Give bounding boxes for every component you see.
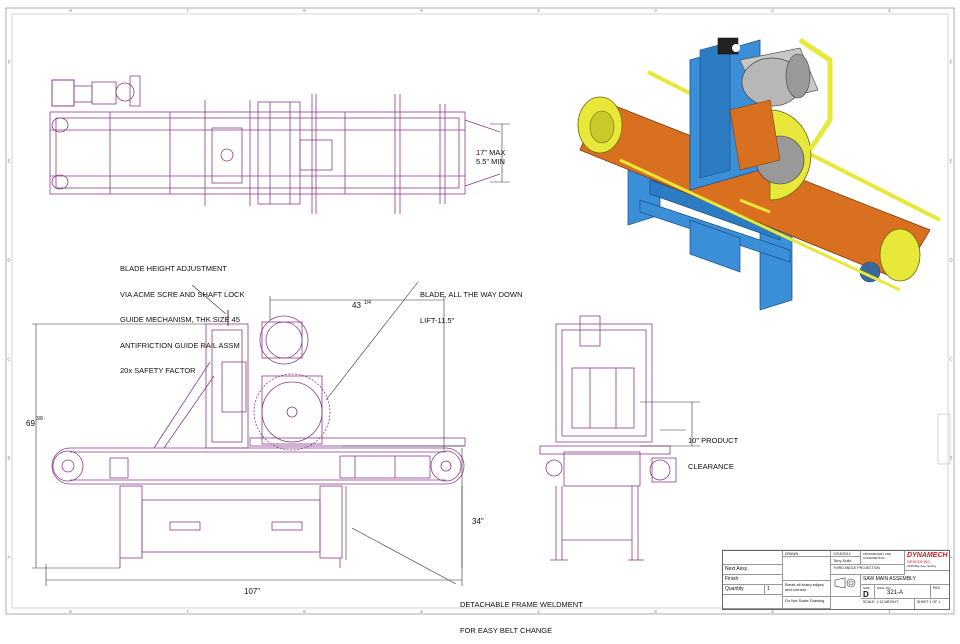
zone-column-label: 3 xyxy=(654,609,657,614)
tb-company-block: DYNAMECH DESIGN INC 4795 Bay Ave. Spring… xyxy=(905,551,949,571)
zone-column-label: 4 xyxy=(537,8,540,13)
top-width-min: 5.5" MIN xyxy=(476,157,505,166)
tb-company-sub: DESIGN INC xyxy=(907,559,931,564)
tb-scale: SCALE: 1:12 WEIGHT: xyxy=(861,599,915,609)
note-guide-line-1: BLADE HEIGHT ADJUSTMENT xyxy=(120,264,227,273)
zone-column-label: 4 xyxy=(537,609,540,614)
tb-quantity: 1 xyxy=(765,585,783,595)
zone-row-label: D xyxy=(7,258,11,263)
note-frame-line-2: FOR EASY BELT CHANGE xyxy=(460,625,553,635)
tb-blank xyxy=(723,595,783,609)
revision-tab xyxy=(937,413,951,465)
zone-row-label: F xyxy=(950,60,953,65)
tb-proprietary: PROPRIETARY AND CONFIDENTIAL xyxy=(861,551,905,565)
note-blade-lift: BLADE, ALL THE WAY DOWN LIFT-11.5" xyxy=(420,274,522,334)
top-view xyxy=(49,75,501,214)
sheet-inner-border xyxy=(11,13,949,609)
tb-break-edges: Break all sharp edges and corners xyxy=(783,581,831,597)
tb-drawn-by: Tony Sullo xyxy=(831,557,861,565)
clearance-dimension xyxy=(640,401,700,447)
overall-height-frac: 3/8 xyxy=(36,416,43,422)
zone-column-label: 6 xyxy=(303,8,306,13)
isometric-view xyxy=(577,37,941,311)
projection-symbol-icon xyxy=(834,577,856,589)
zone-row-label: C xyxy=(949,357,953,362)
tb-company: DYNAMECH xyxy=(907,552,948,559)
note-product-clearance: 10" PRODUCT CLEARANCE xyxy=(688,420,738,480)
note-blade-line-2: LIFT-11.5" xyxy=(420,315,455,325)
leader-lines xyxy=(191,281,686,585)
tb-finish: Finish xyxy=(723,575,783,585)
top-view-frame xyxy=(49,111,466,195)
title-block: DRAWN 12/15/2014 Tony Sullo Next Assy Fi… xyxy=(722,550,950,610)
zone-column-label: 8 xyxy=(69,8,72,13)
tb-rev: REV xyxy=(931,585,949,599)
zone-row-label: A xyxy=(7,555,10,560)
note-blade-height-adjustment: BLADE HEIGHT ADJUSTMENT VIA ACME SCRE AN… xyxy=(120,248,244,384)
zone-row-label: F xyxy=(8,60,11,65)
end-view xyxy=(539,315,677,561)
note-guide-line-4: ANTIFRICTION GUIDE RAIL ASSM xyxy=(120,340,240,350)
zone-column-label: 8 xyxy=(69,609,72,614)
tb-size-cell: SIZE D xyxy=(861,585,875,599)
note-detachable-frame: DETACHABLE FRAME WELDMENT FOR EASY BELT … xyxy=(460,584,583,644)
side-conveyor-belt xyxy=(51,447,465,485)
zone-column-label: 1 xyxy=(888,609,891,614)
tb-dwg-no: 321-A xyxy=(887,590,904,596)
zone-column-label: 2 xyxy=(771,8,774,13)
table-height-dim: 34" xyxy=(472,517,484,526)
top-width-max: 17" MAX xyxy=(476,148,505,157)
tb-quantity-label: Quantity xyxy=(723,585,765,595)
note-guide-line-2: VIA ACME SCRE AND SHAFT LOCK xyxy=(120,289,245,299)
zone-row-label: E xyxy=(7,159,10,164)
zone-row-label: B xyxy=(7,456,10,461)
tb-size: D xyxy=(863,590,869,599)
zone-column-label: 2 xyxy=(771,609,774,614)
tb-next-assy: Next Assy xyxy=(723,565,783,575)
note-blade-line-1: BLADE, ALL THE WAY DOWN xyxy=(420,290,523,299)
tb-dwg-label: DWG. NO. xyxy=(877,586,892,590)
zone-row-label: D xyxy=(949,258,953,263)
tb-address: 4795 Bay Ave. Spring. xyxy=(907,564,937,568)
zone-row-label: A xyxy=(949,555,952,560)
tb-third-angle: THIRD ANGLE PROJECTION xyxy=(831,565,905,575)
zone-row-label: B xyxy=(949,456,952,461)
note-clearance-line-2: CLEARANCE xyxy=(688,461,734,471)
top-view-width-dimension xyxy=(490,123,510,183)
tb-drawn-label: DRAWN xyxy=(783,551,831,557)
tb-dims-label xyxy=(723,551,783,565)
note-frame-line-1: DETACHABLE FRAME WELDMENT xyxy=(460,600,583,609)
zone-column-label: 6 xyxy=(303,609,306,614)
tb-size-label: SIZE xyxy=(863,586,870,590)
zone-column-label: 5 xyxy=(420,609,423,614)
blade-offset-frac: 1/4 xyxy=(364,300,371,306)
tb-dont-scale: Do Not Scale Drawing xyxy=(783,597,831,609)
zone-row-label: E xyxy=(949,159,952,164)
zone-row-label: C xyxy=(7,357,11,362)
zone-column-label: 3 xyxy=(654,8,657,13)
side-view-dimensions xyxy=(32,296,464,586)
tb-title: SAW MAIN ASSEMBLY xyxy=(861,575,949,585)
side-view xyxy=(51,310,466,568)
blade-offset-dim: 43 xyxy=(352,301,361,310)
zone-column-label: 5 xyxy=(420,8,423,13)
overall-height-dim: 69 xyxy=(26,419,35,428)
sheet-border xyxy=(5,7,955,615)
tb-tolerances xyxy=(783,557,831,581)
note-guide-line-3: GUIDE MECHANISM, THK SIZE 45 xyxy=(120,315,240,324)
overall-length-dim: 107" xyxy=(244,587,260,596)
zone-column-label: 1 xyxy=(888,8,891,13)
zone-column-label: 7 xyxy=(186,609,189,614)
note-guide-line-5: 20x SAFETY FACTOR xyxy=(120,366,196,375)
tb-projection-symbol xyxy=(831,575,861,597)
note-clearance-line-1: 10" PRODUCT xyxy=(688,436,739,445)
tb-date: 12/15/2014 xyxy=(831,551,861,557)
tb-dwg-cell: DWG. NO. 321-A xyxy=(875,585,931,599)
zone-column-label: 7 xyxy=(186,8,189,13)
tb-sheet: SHEET 1 OF 1 xyxy=(917,600,941,604)
zone-row-labels: F F E E D D C C B B A A xyxy=(7,60,953,560)
